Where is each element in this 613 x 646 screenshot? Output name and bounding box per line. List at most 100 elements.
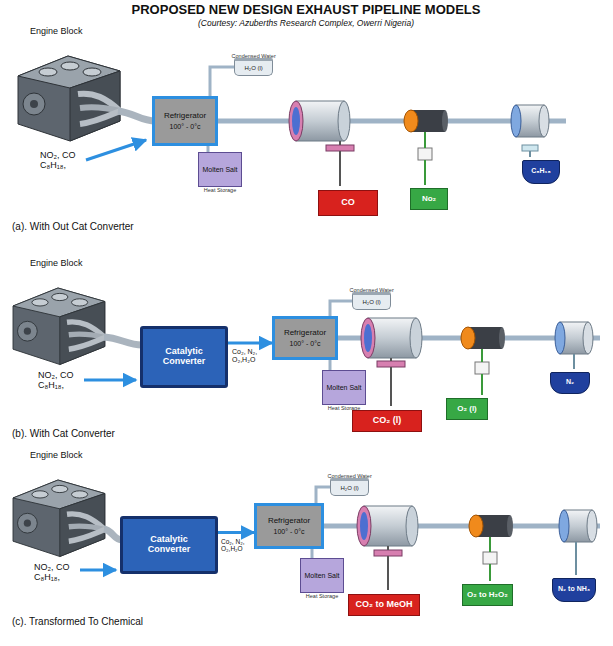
stem xyxy=(529,151,531,157)
panel-caption: (a). With Out Cat Converter xyxy=(12,221,134,233)
output-gases-label: Co₂, N₂, O₂,H₂O xyxy=(232,348,270,364)
collection-box: CO₂ to MeOH xyxy=(348,594,420,616)
node-text: Molten Salt xyxy=(326,384,361,392)
flow-arrow xyxy=(218,531,254,534)
node-text: Refrigerator xyxy=(268,517,310,526)
node-text: Refrigerator xyxy=(164,112,206,121)
engine-block-picture xyxy=(13,288,105,365)
separator-cylinder xyxy=(404,110,448,132)
stem xyxy=(390,358,392,361)
input-gases-label: NO₂, CO C₈H₁₈, xyxy=(40,150,84,171)
collection-pot: N₂ xyxy=(550,372,590,394)
collector-plate xyxy=(374,550,402,556)
refrigerator-box: Refrigerator 100° - 0°c xyxy=(254,503,324,549)
node-text: Condensed Water xyxy=(328,473,372,479)
condensed-water-bottle: Condensed WaterH₂O (l) xyxy=(352,292,391,310)
stem xyxy=(339,151,341,186)
collection-box: O₂ to H₂O₂ xyxy=(462,584,513,606)
node-text: 100° - 0°c xyxy=(274,528,305,536)
node-text: Molten Salt xyxy=(304,572,339,580)
engine-block-picture xyxy=(18,56,120,141)
pipe-connector xyxy=(210,67,234,96)
engine-block-picture xyxy=(13,480,105,557)
flow-arrow xyxy=(228,342,272,345)
output-gases-label: Co₂, N₂, O₂,H₂O xyxy=(221,538,252,553)
stem xyxy=(387,546,389,550)
node-text: No₂ xyxy=(422,195,436,204)
stem xyxy=(573,354,575,369)
stem xyxy=(481,349,483,362)
stem xyxy=(424,132,426,148)
node-text: Heat Storage xyxy=(204,187,236,193)
pipe-connector xyxy=(311,549,314,558)
stem xyxy=(390,367,392,406)
stem xyxy=(339,141,341,145)
separator-cylinder xyxy=(357,506,418,546)
exhaust-pipe xyxy=(104,337,142,345)
catalytic-converter-box: Catalytic Converter xyxy=(140,326,228,388)
node-text: O₂ to H₂O₂ xyxy=(467,591,508,600)
stem xyxy=(489,564,491,581)
collector-cup xyxy=(475,362,489,374)
separator-cylinder xyxy=(511,105,549,137)
node-text: CO₂ to MeOH xyxy=(356,600,413,610)
node-text: CO₂ (l) xyxy=(373,416,402,426)
collector-plate xyxy=(522,145,538,151)
node-text: Heat Storage xyxy=(306,593,338,599)
node-text: C₈H₁₈ xyxy=(531,167,551,175)
flow-arrow xyxy=(84,379,136,382)
stem xyxy=(387,556,389,590)
collector-cup xyxy=(418,148,432,160)
pipe-connector xyxy=(330,301,352,316)
separator-cylinder xyxy=(559,510,597,542)
collection-pot: N₂ to NH₃ xyxy=(552,578,596,602)
collection-box: CO₂ (l) xyxy=(352,410,422,432)
refrigerator-box: Refrigerator100° - 0°c xyxy=(272,316,338,360)
molten-salt-box: Molten SaltHeat Storage xyxy=(322,370,366,405)
node-text: Condensed Water xyxy=(232,53,276,59)
panel-caption: (c). Transformed To Chemical xyxy=(12,616,143,628)
collection-box: No₂ xyxy=(410,188,448,210)
node-text: O₂ (l) xyxy=(457,405,477,414)
separator-cylinder xyxy=(361,318,422,358)
node-text: H₂O (l) xyxy=(245,65,263,72)
input-gases-label: NO₂, CO C₈H₁₈, xyxy=(38,370,82,391)
separator-cylinder xyxy=(461,327,505,349)
separator-cylinder xyxy=(555,322,593,354)
collector-plate xyxy=(377,361,405,367)
panel-caption: (b). With Cat Converter xyxy=(12,428,115,440)
part-label: Engine Block xyxy=(30,450,83,460)
collection-box: CO xyxy=(318,190,378,216)
stem xyxy=(481,374,483,395)
collection-pot: C₈H₁₈ xyxy=(522,160,560,184)
node-text: 100° - 0°c xyxy=(170,123,201,131)
molten-salt-box: Molten SaltHeat Storage xyxy=(300,558,344,593)
node-text: Catalytic Converter xyxy=(149,347,219,367)
subtitle: (Courtesy: Azuberths Research Complex, O… xyxy=(198,19,414,29)
stem xyxy=(489,537,491,552)
title: PROPOSED NEW DESIGN EXHAUST PIPELINE MOD… xyxy=(132,3,481,18)
input-gases-label: NO₂, CO C₈H₁₈, xyxy=(34,562,78,583)
part-label: Engine Block xyxy=(30,26,83,36)
exhaust-pipe xyxy=(118,111,156,121)
node-text: N₂ xyxy=(566,378,574,386)
collection-box: O₂ (l) xyxy=(446,398,488,420)
refrigerator-box: Refrigerator 100° - 0°c xyxy=(152,96,218,146)
flow-arrow xyxy=(80,569,116,572)
node-text: Refrigerator xyxy=(284,329,326,338)
catalytic-converter-box: Catalytic Converter xyxy=(120,516,218,574)
pipe-connector xyxy=(329,360,332,370)
stem xyxy=(424,160,426,185)
node-text: CO xyxy=(341,198,355,208)
condensed-water-bottle: Condensed WaterH₂O (l) xyxy=(330,478,369,496)
node-text: H₂O (l) xyxy=(341,485,359,492)
collector-cup xyxy=(483,552,497,564)
separator-cylinder xyxy=(289,101,350,141)
pipe-connector xyxy=(316,487,330,503)
node-text: Catalytic Converter xyxy=(134,535,204,555)
node-text: H₂O (l) xyxy=(363,299,381,306)
flow-arrow xyxy=(86,140,146,160)
stem xyxy=(575,542,577,575)
molten-salt-box: Molten SaltHeat Storage xyxy=(198,152,242,187)
